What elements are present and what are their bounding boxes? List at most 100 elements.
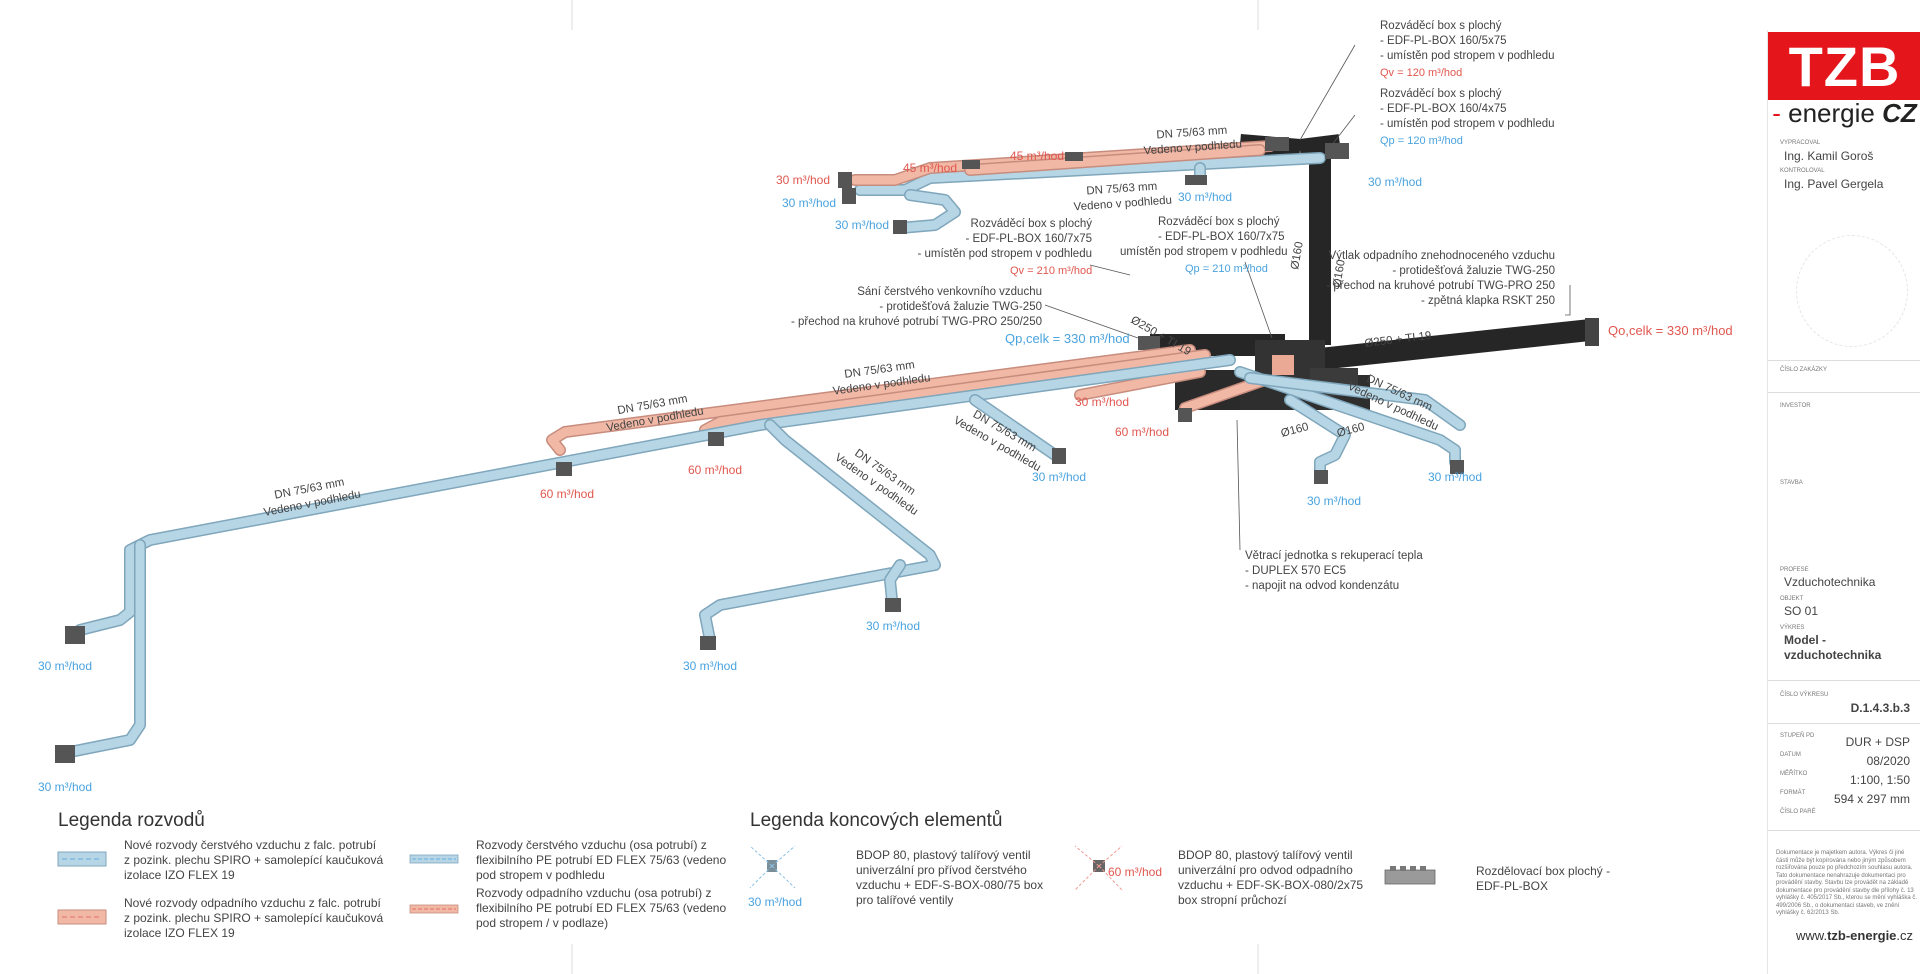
- copyright-note: Dokumentace je majetkem autora. Výkres č…: [1776, 850, 1918, 916]
- svg-text:30 m³/hod: 30 m³/hod: [1428, 470, 1482, 484]
- svg-text:Qv = 120 m³/hod: Qv = 120 m³/hod: [1380, 67, 1462, 79]
- svg-text:30 m³/hod: 30 m³/hod: [748, 895, 802, 909]
- website-link[interactable]: www.tzb-energie.cz: [1796, 928, 1914, 943]
- legend-swatches: [57, 851, 459, 925]
- svg-text:- EDF-PL-BOX 160/7x75: - EDF-PL-BOX 160/7x75: [1158, 231, 1285, 243]
- label-objekt: Objekt: [1780, 596, 1804, 602]
- label-stupen: Stupeň PD: [1780, 733, 1815, 739]
- svg-text:Vedeno v podhledu: Vedeno v podhledu: [1073, 195, 1172, 214]
- svg-text:- napojit na odvod kondenzátu: - napojit na odvod kondenzátu: [1245, 580, 1399, 592]
- svg-text:- přechod na kruhové potrubí T: - přechod na kruhové potrubí TWG-PRO 250: [1326, 280, 1555, 292]
- svg-text:Rozváděcí box s plochý: Rozváděcí box s plochý: [1158, 216, 1280, 228]
- callout-box1: Rozváděcí box s plochý - EDF-PL-BOX 160/…: [1380, 20, 1555, 79]
- label-investor: Investor: [1780, 403, 1811, 409]
- value-vypracoval: Ing. Kamil Goroš: [1784, 149, 1874, 163]
- svg-text:60 m³/hod: 60 m³/hod: [1108, 865, 1162, 879]
- svg-text:DN 75/63 mm: DN 75/63 mm: [1156, 125, 1228, 142]
- svg-text:- umístěn pod stropem v podhle: - umístěn pod stropem v podhledu: [1380, 50, 1555, 62]
- svg-text:Ø160: Ø160: [1289, 241, 1306, 271]
- svg-text:Ø160: Ø160: [1280, 421, 1310, 440]
- svg-text:30 m³/hod: 30 m³/hod: [38, 659, 92, 673]
- callout-intake: Sání čerstvého venkovního vzduchu - prot…: [791, 286, 1130, 346]
- svg-text:60 m³/hod: 60 m³/hod: [688, 463, 742, 477]
- legend-item-fresh-spiro: Nové rozvody čerstvého vzduchu z falc. p…: [124, 838, 384, 882]
- svg-text:umístěn pod stropem v podhledu: umístěn pod stropem v podhledu: [1120, 246, 1288, 258]
- svg-text:- zpětná klapka RSKT 250: - zpětná klapka RSKT 250: [1421, 295, 1555, 307]
- value-stupen: DUR + DSP: [1845, 735, 1910, 749]
- value-meritko: 1:100, 1:50: [1849, 773, 1910, 787]
- legend-title-end-elements: Legenda koncových elementů: [750, 810, 1003, 831]
- callout-exhaust: Výtlak odpadního znehodnoceného vzduchu …: [1326, 250, 1732, 338]
- svg-text:- EDF-PL-BOX 160/5x75: - EDF-PL-BOX 160/5x75: [1380, 35, 1507, 47]
- svg-text:Rozváděcí box s plochý: Rozváděcí box s plochý: [971, 218, 1093, 230]
- value-format: 594 x 297 mm: [1833, 792, 1910, 806]
- svg-text:Qo,celk = 330 m³/hod: Qo,celk = 330 m³/hod: [1608, 323, 1733, 338]
- svg-text:60 m³/hod: 60 m³/hod: [1115, 425, 1169, 439]
- label-cislo-vykresu: Číslo výkresu: [1780, 692, 1829, 698]
- callout-box3: Rozváděcí box s plochý - EDF-PL-BOX 160/…: [917, 218, 1092, 277]
- legend-title-distribution: Legenda rozvodů: [58, 810, 205, 831]
- svg-text:- umístěn pod stropem v podhle: - umístěn pod stropem v podhledu: [917, 248, 1092, 260]
- callout-box4: Rozváděcí box s plochý - EDF-PL-BOX 160/…: [1120, 216, 1288, 275]
- label-vykres: Výkres: [1780, 625, 1805, 631]
- value-cislo-vykresu: D.1.4.3.b.3: [1850, 701, 1910, 715]
- svg-text:- EDF-PL-BOX 160/4x75: - EDF-PL-BOX 160/4x75: [1380, 103, 1507, 115]
- svg-text:- protidešťová žaluzie TWG-250: - protidešťová žaluzie TWG-250: [1392, 265, 1555, 277]
- upper-branch: [838, 137, 1349, 234]
- value-datum: 08/2020: [1866, 754, 1910, 768]
- label-cislo-pare: Číslo paré: [1780, 809, 1816, 815]
- value-kontroloval: Ing. Pavel Gergela: [1784, 177, 1884, 191]
- svg-text:Rozváděcí box s plochý: Rozváděcí box s plochý: [1380, 20, 1502, 32]
- svg-text:DN 75/63 mm: DN 75/63 mm: [1086, 181, 1158, 198]
- svg-text:30 m³/hod: 30 m³/hod: [1075, 395, 1129, 409]
- svg-text:- DUPLEX 570 EC5: - DUPLEX 570 EC5: [1245, 565, 1346, 577]
- title-block: TZB - energie CZ Vypracoval Ing. Kamil G…: [1767, 30, 1920, 974]
- legend-item-exhaust-spiro: Nové rozvody odpadního vzduchu z falc. p…: [124, 896, 384, 940]
- svg-text:- přechod na kruhové potrubí T: - přechod na kruhové potrubí TWG-PRO 250…: [791, 316, 1042, 328]
- label-stavba: Stavba: [1780, 480, 1803, 486]
- svg-text:45 m³/hod: 45 m³/hod: [1010, 149, 1064, 163]
- callout-unit: Větrací jednotka s rekuperací tepla - DU…: [1245, 550, 1423, 592]
- label-format: Formát: [1780, 790, 1806, 796]
- svg-text:- umístěn pod stropem v podhle: - umístěn pod stropem v podhledu: [1380, 118, 1555, 130]
- svg-text:Qv = 210 m³/hod: Qv = 210 m³/hod: [1010, 265, 1092, 277]
- svg-text:Větrací jednotka s rekuperací: Větrací jednotka s rekuperací tepla: [1245, 550, 1423, 562]
- label-cislo-zakazky: Číslo zakázky: [1780, 367, 1828, 373]
- legend-distribution-box-icon: [1384, 866, 1436, 885]
- svg-text:Qp = 210 m³/hod: Qp = 210 m³/hod: [1185, 263, 1268, 275]
- svg-text:- protidešťová žaluzie TWG-250: - protidešťová žaluzie TWG-250: [879, 301, 1042, 313]
- label-vypracoval: Vypracoval: [1780, 140, 1821, 146]
- svg-text:30 m³/hod: 30 m³/hod: [38, 780, 92, 794]
- svg-text:30 m³/hod: 30 m³/hod: [1032, 470, 1086, 484]
- svg-text:30 m³/hod: 30 m³/hod: [1178, 190, 1232, 204]
- legend-supply-valve-icon: 30 m³/hod: [748, 845, 802, 909]
- label-kontroloval: Kontroloval: [1780, 168, 1825, 174]
- leader-lines: [1044, 44, 1571, 551]
- svg-text:60 m³/hod: 60 m³/hod: [540, 487, 594, 501]
- tzb-logo-subtitle: - energie CZ: [1772, 98, 1917, 128]
- stamp-circle: [1796, 235, 1908, 347]
- svg-text:30 m³/hod: 30 m³/hod: [1368, 175, 1422, 189]
- callout-box2: Rozváděcí box s plochý - EDF-PL-BOX 160/…: [1380, 88, 1555, 147]
- label-datum: Datum: [1780, 752, 1801, 758]
- svg-text:30 m³/hod: 30 m³/hod: [1307, 494, 1361, 508]
- legend-el-supply-valve: BDOP 80, plastový talířový ventil univer…: [856, 848, 1044, 907]
- svg-text:30 m³/hod: 30 m³/hod: [866, 619, 920, 633]
- legend-exhaust-valve-icon: 60 m³/hod: [1074, 845, 1162, 891]
- svg-text:45 m³/hod: 45 m³/hod: [903, 161, 957, 175]
- legend-item-exhaust-flex: Rozvody odpadního vzduchu (osa potrubí) …: [476, 886, 727, 930]
- svg-text:Qp = 120 m³/hod: Qp = 120 m³/hod: [1380, 135, 1463, 147]
- svg-text:Rozváděcí box s plochý: Rozváděcí box s plochý: [1380, 88, 1502, 100]
- value-vykres-2: vzduchotechnika: [1784, 648, 1882, 662]
- svg-text:Ø160: Ø160: [1331, 259, 1348, 289]
- svg-text:Qp,celk = 330 m³/hod: Qp,celk = 330 m³/hod: [1005, 331, 1130, 346]
- label-meritko: Měřítko: [1780, 771, 1808, 777]
- svg-text:30 m³/hod: 30 m³/hod: [683, 659, 737, 673]
- flow-labels: 30 m³/hod 45 m³/hod 45 m³/hod 30 m³/hod …: [38, 149, 1482, 794]
- svg-text:30 m³/hod: 30 m³/hod: [835, 218, 889, 232]
- legend-el-exhaust-valve: BDOP 80, plastový talířový ventil univer…: [1178, 848, 1364, 907]
- legend-el-distribution-box: Rozdělovací box plochý - EDF-PL-BOX: [1476, 864, 1611, 893]
- tzb-logo: TZB: [1768, 32, 1920, 100]
- label-profese: Profese: [1780, 567, 1809, 573]
- svg-text:Výtlak odpadního znehodnocenéh: Výtlak odpadního znehodnoceného vzduchu: [1329, 250, 1555, 262]
